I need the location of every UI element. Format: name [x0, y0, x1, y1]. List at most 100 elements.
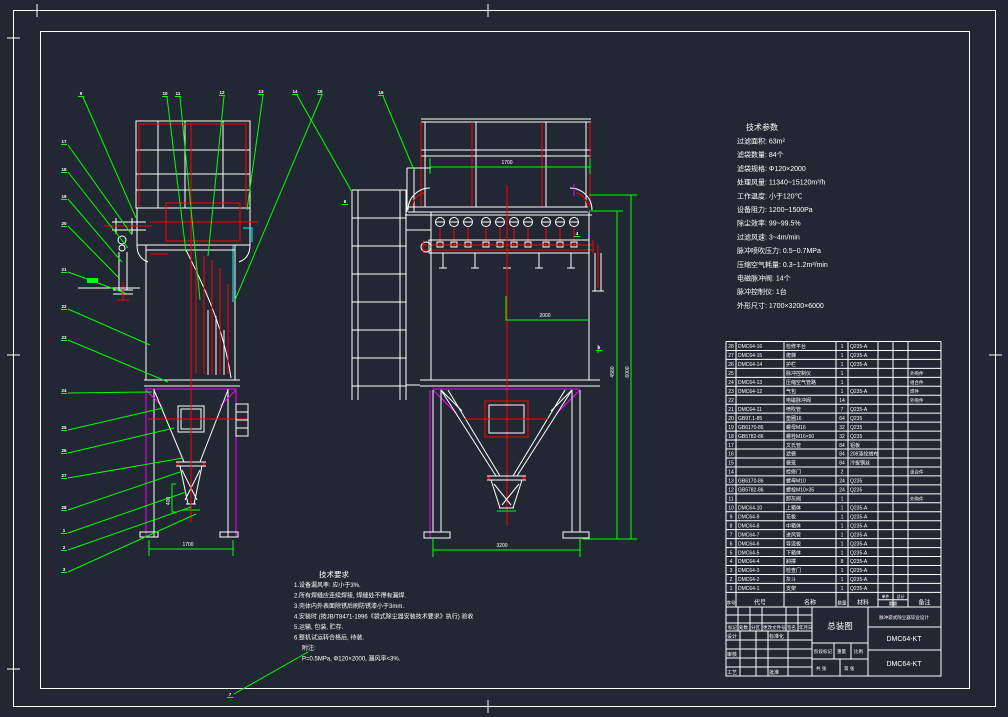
bom-no: 10: [728, 505, 734, 511]
bom-code: DMC64-1: [738, 586, 760, 592]
balloon-number: 10: [162, 91, 168, 96]
balloon-number: 26: [61, 448, 67, 453]
bom-no: 12: [728, 488, 734, 494]
bom-name: 螺栓M10×35: [786, 487, 814, 494]
balloon-number: 6: [344, 199, 347, 204]
bom-no: 13: [728, 479, 734, 485]
bom-header-material: 材料: [857, 599, 869, 607]
bom-material: Q235-A: [850, 568, 868, 574]
clean-air-plenum-side: [137, 203, 258, 262]
bom-material: Q235-A: [850, 523, 868, 529]
bom-qty: 1: [841, 568, 844, 574]
bom-qty: 1: [841, 353, 844, 359]
tech-param-line: 脉冲控制仪: 1台: [737, 287, 787, 296]
bom-name: 脉冲控制仪: [786, 370, 811, 377]
dimension-text: 2000: [539, 313, 550, 319]
rev-label-date: 年月日: [799, 624, 813, 631]
bom-name: 气包: [786, 388, 796, 395]
bom-note: 焊件: [910, 388, 919, 395]
bom-code: DMC64-9: [738, 514, 760, 520]
bom-no: 14: [728, 470, 734, 476]
bom-qty: 24: [839, 488, 845, 494]
hopper-side: [148, 390, 248, 462]
bom-name: 检修平台: [786, 343, 806, 350]
drawing-title: 总装图: [827, 621, 853, 631]
org-name: 脉冲袋式除尘器毕业设计: [879, 614, 929, 621]
bom-no: 5: [730, 550, 733, 556]
dimension-text: 4580: [610, 366, 616, 377]
bom-code: DMC64-3: [738, 568, 760, 574]
bom-no: 23: [728, 389, 734, 395]
discharge-valve-side: [172, 462, 206, 512]
balloon-number: 12: [219, 90, 225, 95]
balloon-number: 24: [61, 388, 67, 393]
stage-label: 阶段标记: [814, 648, 832, 655]
role-design: 设计: [727, 633, 737, 640]
bom-material: Q235: [850, 479, 862, 485]
bom-no: 24: [728, 380, 734, 386]
bom-note: 组合件: [910, 379, 924, 386]
bom-qty: 2: [841, 470, 844, 476]
bom-note: 组合件: [910, 469, 924, 476]
balloon-number: 28: [61, 505, 67, 510]
bom-name: 喷吹管: [786, 406, 801, 413]
role-check: 审核: [727, 651, 737, 658]
bom-no: 2: [730, 577, 733, 583]
bom-qty: 14: [839, 398, 845, 404]
rev-label-mark: 标记: [728, 624, 737, 631]
bom-qty: 24: [839, 479, 845, 485]
bom-name: 滤袋: [786, 451, 796, 458]
bom-name: 爬梯: [786, 352, 796, 359]
tech-param-line: 滤袋数量: 84个: [737, 150, 784, 159]
ladder: [352, 190, 431, 400]
platform-railing-side: [136, 121, 250, 208]
bom-no: 28: [728, 344, 734, 350]
bom-qty: 1: [841, 371, 844, 377]
bom-code: DMC64-15: [738, 353, 762, 359]
bom-qty: 1: [841, 389, 844, 395]
tech-params-title: 技术参数: [746, 122, 778, 132]
bom-name: 袋笼: [786, 460, 796, 467]
front-elevation-view: [352, 119, 604, 538]
tech-requirement-line: 附注:: [302, 644, 316, 652]
tech-requirement-line: 1.设备漏风率: 应小于3%.: [294, 581, 361, 589]
bom-code: DMC64-8: [738, 523, 760, 529]
balloon-number: 18: [61, 167, 67, 172]
bom-code: DMC64-2: [738, 577, 760, 583]
bom-name: 支架: [786, 585, 796, 592]
bom-name: 灰斗: [786, 576, 796, 583]
balloon-number: 21: [61, 267, 67, 272]
bom-header-qty: 数量: [838, 600, 847, 607]
bom-no: 9: [730, 514, 733, 520]
balloon-number: 2: [63, 545, 66, 550]
balloon-number: 22: [61, 304, 67, 309]
bom-header-no: 序号: [727, 600, 736, 607]
bom-qty: 32: [839, 434, 845, 440]
bom-code: DMC64-7: [738, 532, 760, 538]
role-approve: 批准: [769, 669, 779, 676]
bom-material: Q235-A: [850, 577, 868, 583]
bom-note: 外购件: [910, 370, 924, 377]
bom-no: 3: [730, 568, 733, 574]
bom-qty: 1: [841, 523, 844, 529]
bom-qty: 32: [839, 425, 845, 431]
bom-no: 4: [730, 559, 733, 565]
bom-code: DMC64-16: [738, 344, 762, 350]
bom-qty: 1: [841, 362, 844, 368]
role-standard: 标准化: [769, 633, 784, 640]
balloon-number: 19: [61, 194, 67, 199]
tech-param-line: 滤袋规格: Φ120×2000: [737, 164, 806, 173]
side-elevation-view: [78, 121, 258, 537]
bom-no: 18: [728, 434, 734, 440]
bom-material: 冷拔钢丝: [850, 460, 870, 467]
balloon-number: 5: [598, 345, 601, 350]
bom-name: 检查门: [786, 567, 801, 574]
bom-no: 15: [728, 461, 734, 467]
bom-material: Q235-A: [850, 353, 868, 359]
bom-header-code: 代号: [754, 599, 766, 607]
tech-requirement-line: P=0.5MPa, Φ120×2000, 漏风率<3%.: [302, 655, 401, 663]
bom-no: 11: [728, 497, 733, 503]
bom-header-name: 名称: [804, 599, 816, 607]
